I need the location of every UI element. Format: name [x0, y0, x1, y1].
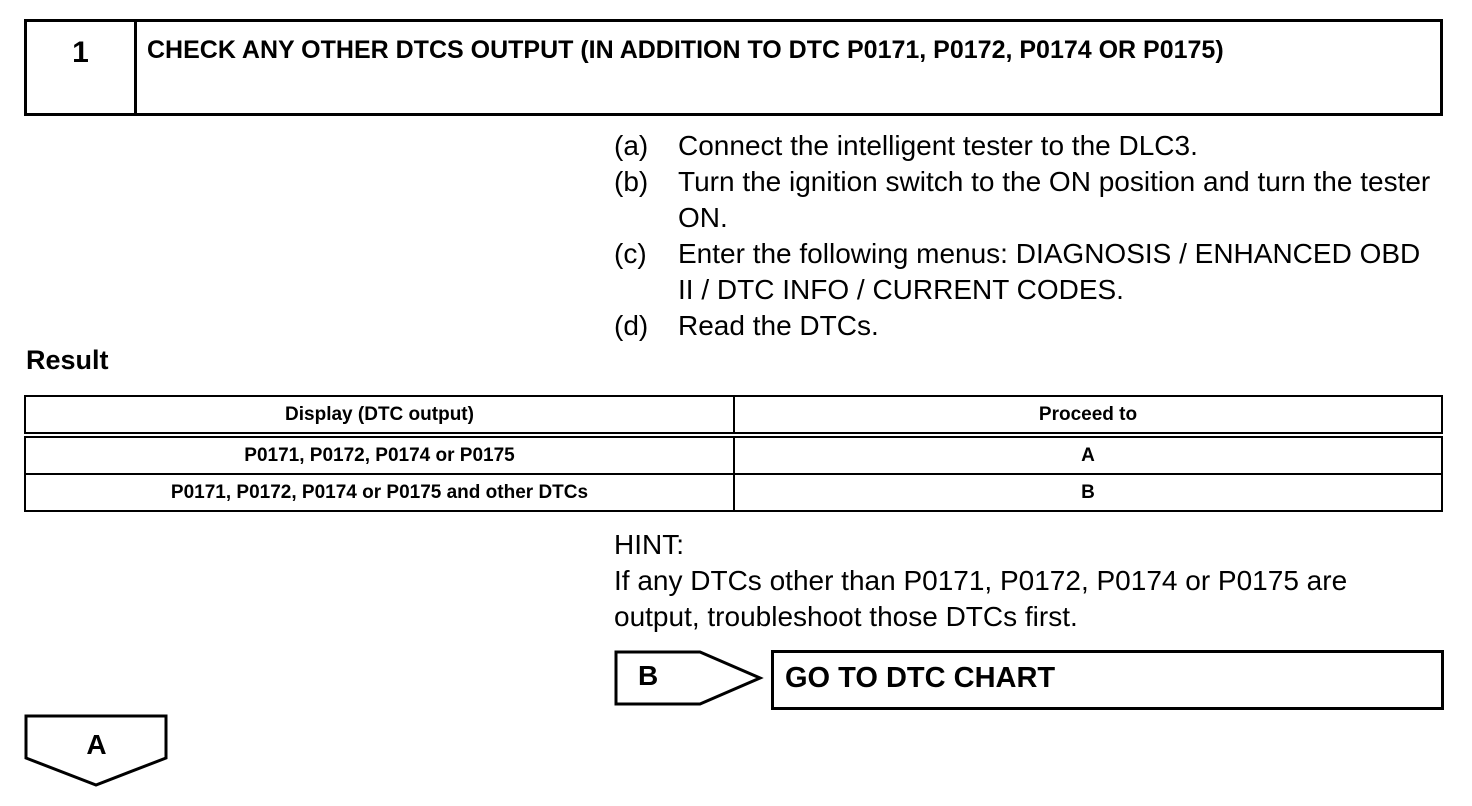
result-label: Result: [26, 345, 109, 375]
proceed-b-label: B: [638, 660, 659, 691]
step-number: 1: [27, 22, 137, 113]
instruction-item: (c) Enter the following menus: DIAGNOSIS…: [614, 236, 1434, 308]
instruction-marker: (a): [614, 130, 649, 161]
table-cell: P0171, P0172, P0174 or P0175 and other D…: [24, 473, 735, 512]
instruction-text: Turn the ignition switch to the ON posit…: [678, 166, 1431, 233]
table-row: P0171, P0172, P0174 or P0175 and other D…: [24, 473, 1443, 512]
instruction-text: Read the DTCs.: [678, 310, 879, 341]
instruction-marker: (d): [614, 310, 649, 341]
table-cell: P0171, P0172, P0174 or P0175: [24, 434, 735, 475]
instruction-text: Enter the following menus: DIAGNOSIS / E…: [678, 238, 1421, 305]
step-title: CHECK ANY OTHER DTCS OUTPUT (IN ADDITION…: [147, 36, 1224, 64]
proceed-b-arrow[interactable]: B: [614, 650, 764, 706]
column-header-proceed: Proceed to: [733, 395, 1443, 438]
proceed-a-label: A: [86, 729, 107, 760]
instruction-item: (b) Turn the ignition switch to the ON p…: [614, 164, 1434, 236]
instruction-list: (a) Connect the intelligent tester to th…: [614, 128, 1434, 344]
instruction-text: Connect the intelligent tester to the DL…: [678, 130, 1198, 161]
table-cell: A: [733, 434, 1443, 475]
instruction-marker: (c): [614, 238, 647, 269]
instruction-item: (a) Connect the intelligent tester to th…: [614, 128, 1434, 164]
table-row: P0171, P0172, P0174 or P0175 A: [24, 434, 1443, 475]
hint-block: HINT: If any DTCs other than P0171, P017…: [614, 527, 1434, 635]
hint-label: HINT:: [614, 529, 684, 560]
instruction-marker: (b): [614, 166, 649, 197]
table-header-row: Display (DTC output) Proceed to: [24, 395, 1443, 438]
result-table: Display (DTC output) Proceed to P0171, P…: [24, 395, 1443, 512]
proceed-a-arrow[interactable]: A: [24, 714, 169, 788]
column-header-display: Display (DTC output): [24, 395, 735, 438]
instruction-item: (d) Read the DTCs.: [614, 308, 1434, 344]
right-arrow-shape-icon: [614, 650, 764, 706]
step-header: 1 CHECK ANY OTHER DTCS OUTPUT (IN ADDITI…: [24, 19, 1443, 116]
hint-text: If any DTCs other than P0171, P0172, P01…: [614, 565, 1348, 632]
goto-dtc-chart-box[interactable]: GO TO DTC CHART: [771, 650, 1444, 710]
table-cell: B: [733, 473, 1443, 512]
down-arrow-shape-icon: [24, 714, 168, 787]
